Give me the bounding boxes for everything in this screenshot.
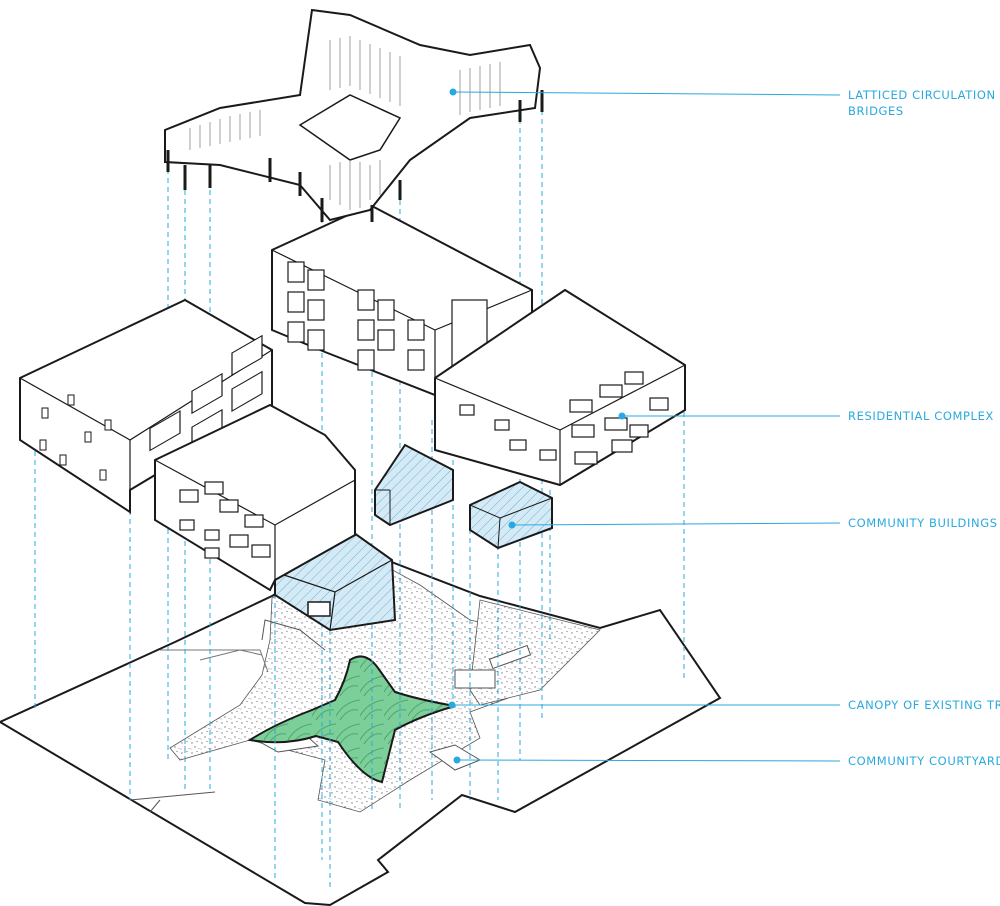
community-building-left xyxy=(374,443,454,527)
label-community-courtyard: COMMUNITY COURTYARD xyxy=(848,754,1000,768)
residential-block-back xyxy=(271,203,533,397)
label-canopy-of-existing-trees: CANOPY OF EXISTING TREI xyxy=(848,698,1000,712)
residential-block-right xyxy=(434,288,686,487)
residential-block-front xyxy=(154,403,356,592)
circulation-bridges xyxy=(164,8,544,222)
tree-canopy xyxy=(247,655,456,784)
community-building-right xyxy=(469,480,553,550)
residential-block-left xyxy=(19,298,273,514)
leader-lines xyxy=(448,88,841,764)
label-residential-complex: RESIDENTIAL COMPLEX xyxy=(848,409,994,423)
label-bridges-line-1: LATTICED CIRCULATION xyxy=(848,88,996,102)
label-bridges-line-2: BRIDGES xyxy=(848,104,904,118)
label-community-buildings: COMMUNITY BUILDINGS xyxy=(848,516,998,530)
label-latticed-circulation-bridges: LATTICED CIRCULATION BRIDGES xyxy=(848,87,996,119)
